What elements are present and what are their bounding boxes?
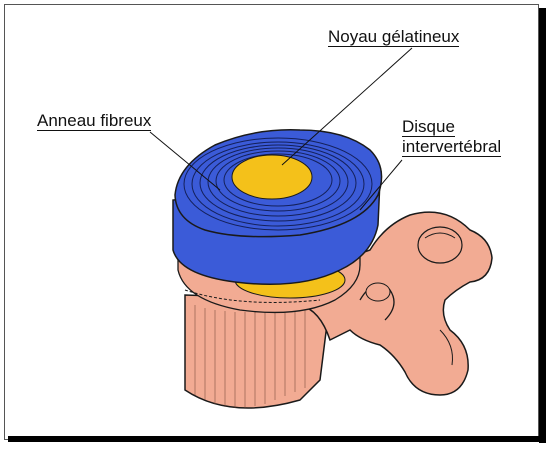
- nucleus-pulposus: [232, 155, 312, 199]
- label-anneau-fibreux: Anneau fibreux: [37, 111, 151, 131]
- label-intervertebral: intervertébral: [402, 137, 501, 157]
- label-noyau-gelatineux: Noyau gélatineux: [328, 27, 459, 47]
- label-disque: Disque: [402, 117, 455, 137]
